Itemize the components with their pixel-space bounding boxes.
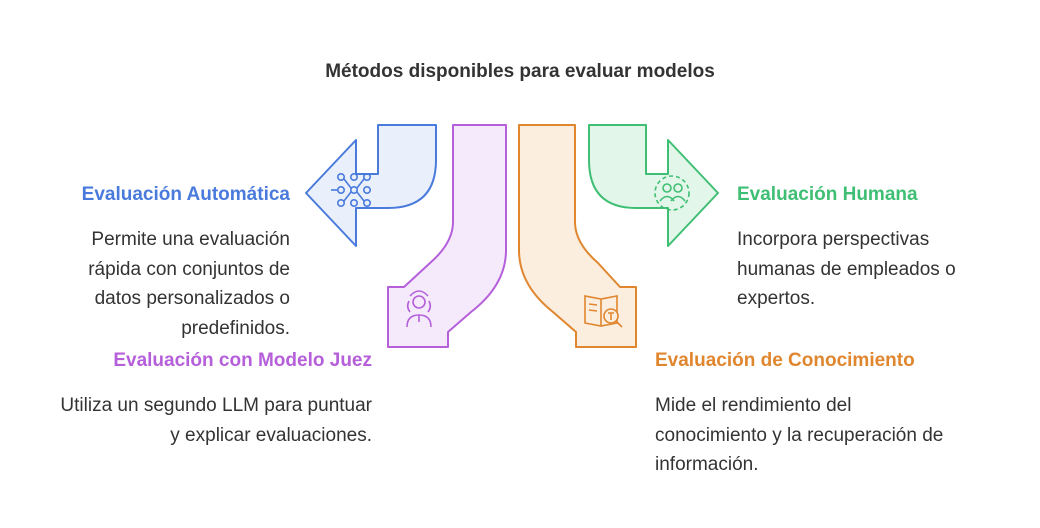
knowledge-evaluation-heading: Evaluación de Conocimiento bbox=[655, 350, 915, 371]
judge-icon bbox=[406, 290, 432, 328]
judge-evaluation-heading: Evaluación con Modelo Juez bbox=[113, 350, 372, 371]
automatic-evaluation-heading: Evaluación Automática bbox=[81, 184, 290, 205]
book-search-icon bbox=[584, 295, 623, 328]
judge-evaluation-description: Utiliza un segundo LLM para puntuar y ex… bbox=[60, 395, 372, 446]
people-icon bbox=[654, 175, 690, 211]
green-arrow bbox=[588, 124, 719, 247]
knowledge-evaluation-description: Mide el rendimiento del conocimiento y l… bbox=[655, 395, 944, 475]
diagram-title: Métodos disponibles para evaluar modelos bbox=[325, 61, 715, 82]
blue-arrow bbox=[305, 124, 437, 247]
orange-arrow bbox=[518, 124, 637, 348]
human-evaluation-heading: Evaluación Humana bbox=[737, 184, 918, 205]
network-nodes-icon bbox=[331, 173, 371, 208]
human-evaluation-description: Incorpora perspectivas humanas de emplea… bbox=[737, 229, 956, 309]
automatic-evaluation-description: Permite una evaluación rápida con conjun… bbox=[88, 229, 290, 339]
